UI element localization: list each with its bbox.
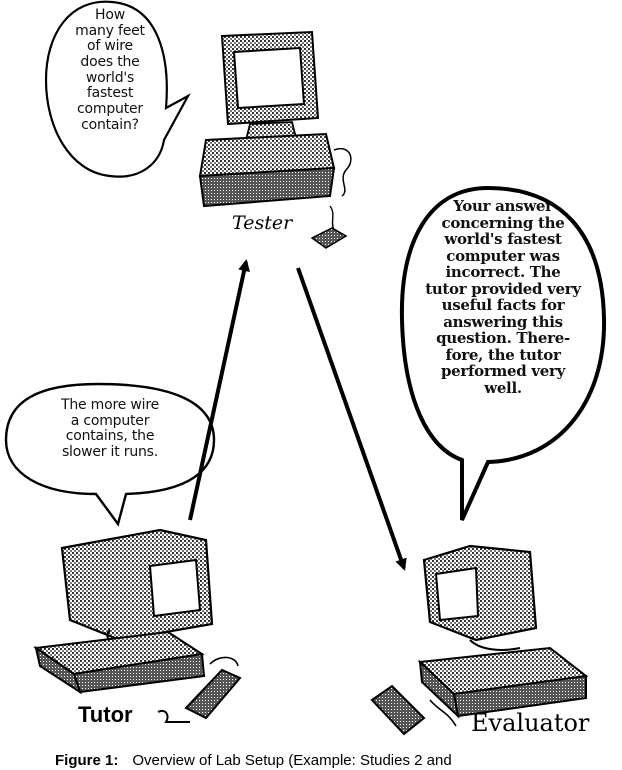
- arrow-tester-to-evaluator: [296, 267, 407, 571]
- figure-caption: Figure 1: Overview of Lab Setup (Example:…: [55, 752, 615, 770]
- tutor-statement-text: The more wire a computer contains, the s…: [60, 397, 159, 461]
- evaluator-label: Evaluator: [471, 709, 590, 737]
- tutor-speech-bubble: [4, 382, 216, 527]
- caption-head: Figure 1:: [55, 752, 119, 769]
- tester-speech-bubble: [44, 0, 191, 178]
- tester-label: Tester: [232, 212, 293, 234]
- caption-text: Overview of Lab Setup (Example: Studies …: [132, 752, 452, 769]
- tutor-computer: [33, 528, 242, 723]
- tester-question-text: How many feet of wire does the world's f…: [75, 7, 145, 133]
- evaluator-speech-bubble: [399, 185, 607, 521]
- arrow-tutor-to-tester: [188, 259, 250, 521]
- tester-computer: [198, 30, 352, 249]
- tutor-label: Tutor: [78, 702, 133, 727]
- evaluator-computer: [370, 544, 589, 736]
- evaluator-feedback-text: Your answer concerning the world's faste…: [425, 197, 581, 397]
